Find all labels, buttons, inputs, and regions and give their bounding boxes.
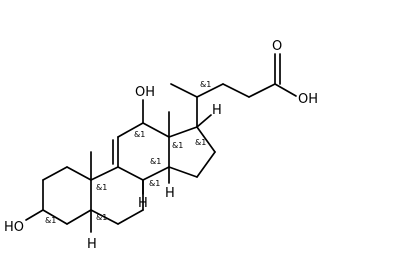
hydrogen-label-c5: H (87, 237, 97, 252)
stereo-label-c5: &1 (96, 213, 107, 222)
hydroxyl-label-c3: HO (4, 220, 24, 235)
bond-c22-c23 (222, 83, 250, 98)
bonds (25, 53, 297, 233)
bond-c12-c13 (142, 122, 170, 138)
hydrogen-label-c8: H (138, 196, 148, 211)
acid-hydroxyl-label: OH (298, 92, 318, 107)
bond-c17-h (196, 114, 212, 128)
bond-c11-c12 (117, 122, 144, 138)
hydrogen-label-c14: H (165, 186, 175, 201)
stereo-label-c8: &1 (149, 179, 160, 188)
bond-c20-c22 (196, 83, 224, 98)
carbonyl-oxygen-label: O (272, 39, 282, 54)
bond-c5-c6 (66, 209, 92, 225)
stereo-labels: &1 &1 &1 &1 &1 &1 &1 &1 &1 (45, 80, 211, 225)
bond-c6b-c5 (90, 209, 119, 225)
bond-c7-c6b (117, 209, 144, 225)
bond-c2-c3 (42, 166, 68, 181)
hydroxyl-label-c12: OH (135, 85, 155, 100)
stereo-label-c14: &1 (150, 157, 161, 166)
bond-c4-c5 (42, 209, 68, 225)
hydrogen-label-c17: H (212, 103, 222, 118)
bond-c23-c24 (248, 83, 276, 98)
bond-c17-c16 (196, 126, 216, 153)
stereo-label-c17: &1 (195, 138, 206, 147)
bond-c24-oh (274, 83, 297, 97)
bond-c15-c14 (168, 166, 198, 178)
atom-labels: OH HO O OH H H H H (4, 39, 318, 252)
bond-c10-c9 (90, 166, 119, 181)
bond-c13-c17 (168, 126, 198, 138)
bond-c14-c8 (142, 166, 170, 181)
stereo-label-c10: &1 (96, 183, 107, 192)
bond-c16-c15 (196, 151, 216, 178)
stereo-label-c20: &1 (200, 80, 211, 89)
bond-c20-c21 (170, 83, 198, 98)
stereo-label-c12: &1 (134, 130, 145, 139)
stereo-label-c3: &1 (45, 216, 56, 225)
bond-c1-c2 (66, 166, 92, 181)
bond-c3-oh (25, 209, 44, 221)
bond-c9-c8 (117, 166, 144, 181)
stereo-label-c13: &1 (172, 141, 183, 150)
